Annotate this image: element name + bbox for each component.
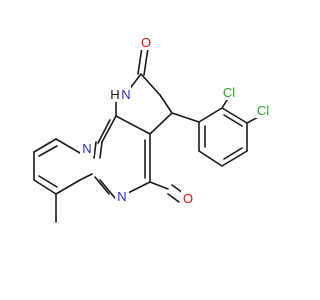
hydrogen-label: H (110, 87, 119, 102)
atom-cl-1: Cl (220, 84, 238, 100)
oxygen-label: O (141, 35, 151, 50)
bond (38, 175, 58, 188)
bond (223, 114, 243, 127)
bond (99, 141, 103, 159)
bond (93, 141, 97, 159)
bond (171, 112, 200, 123)
atom-n-bridge: N (80, 140, 94, 156)
bond (94, 176, 110, 195)
bond (159, 94, 173, 114)
bond (198, 150, 223, 167)
bond (99, 179, 116, 199)
bond (115, 115, 151, 135)
bond (140, 73, 161, 96)
bond (143, 47, 149, 76)
bond (198, 107, 223, 123)
oxygen-label: O (183, 191, 193, 206)
bond (149, 181, 169, 190)
bond-group (33, 46, 263, 223)
chlorine-label: Cl (257, 103, 269, 118)
bond (33, 138, 57, 153)
bond (55, 138, 81, 154)
atom-nh: H N (109, 86, 131, 102)
bond (38, 145, 58, 157)
bond (221, 107, 248, 124)
nitrogen-label: N (82, 141, 91, 156)
bond (33, 179, 57, 195)
bond (55, 179, 81, 195)
bond (149, 112, 173, 135)
bond (101, 115, 117, 143)
bond (221, 150, 248, 167)
atom-o-bottom: O (181, 190, 195, 206)
bond (223, 147, 243, 160)
bond (127, 181, 151, 194)
atom-n-ring: N (115, 188, 129, 204)
atom-labels: O H N N N O Cl Cl (80, 34, 272, 206)
atom-cl-2: Cl (254, 102, 272, 118)
bond (167, 193, 180, 203)
bond (79, 173, 93, 181)
bond (97, 119, 111, 144)
bond (137, 46, 143, 75)
molecule-structure: O H N N N O Cl Cl (33, 34, 272, 223)
chlorine-label: Cl (223, 85, 235, 100)
nitrogen-label: N (117, 189, 126, 204)
atom-o-top: O (139, 34, 153, 50)
nitrogen-label: N (121, 87, 130, 102)
